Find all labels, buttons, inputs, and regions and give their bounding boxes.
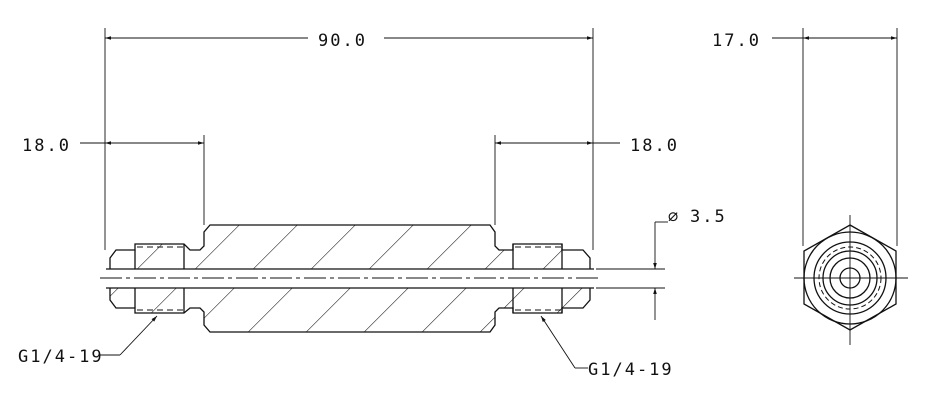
diameter-symbol: ∅: [668, 207, 680, 227]
dimension-right-thread: 18.0: [494, 135, 679, 225]
end-view: [794, 215, 908, 345]
part-outline: [109, 224, 591, 333]
dimension-overall-length: 90.0: [104, 28, 594, 250]
hatch-lower: [110, 288, 590, 332]
dimension-hex-width: 17.0: [712, 28, 898, 246]
left-thread-label: G1/4-19: [18, 347, 104, 367]
section-view: [100, 224, 600, 333]
hex-width-label: 17.0: [712, 31, 761, 51]
dimension-left-thread: 18.0: [22, 135, 205, 225]
bore-diameter-label: 3.5: [690, 207, 727, 227]
right-thread-length-label: 18.0: [630, 136, 679, 156]
left-thread-length-label: 18.0: [22, 136, 71, 156]
leader-right-thread: G1/4-19: [540, 315, 674, 380]
dimension-bore: ∅ 3.5: [596, 207, 727, 320]
leader-left-thread: G1/4-19: [18, 315, 158, 367]
hatch-upper: [110, 225, 590, 269]
right-thread-label: G1/4-19: [588, 360, 674, 380]
overall-length-label: 90.0: [318, 31, 367, 51]
